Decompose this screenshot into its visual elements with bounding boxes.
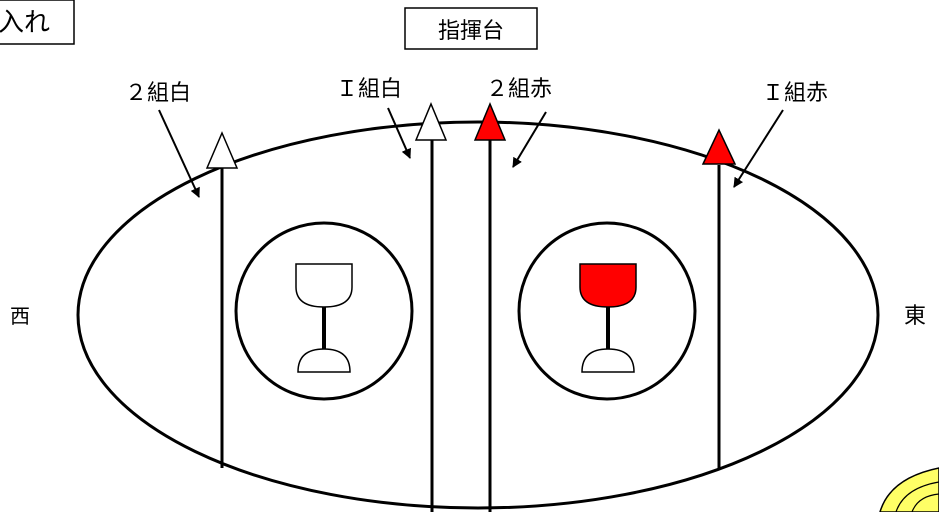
team-label-class1-white: Ｉ組白	[336, 77, 402, 102]
arrow-class2-white	[158, 109, 200, 198]
corner-label-box: 入れ	[0, 0, 75, 45]
stage-box: 指揮台	[404, 7, 538, 50]
field-oval	[76, 120, 880, 510]
triangle-flag-icon	[414, 102, 448, 141]
white-goal-area	[234, 221, 414, 401]
direction-east: 東	[904, 304, 926, 329]
corner-label: 入れ	[0, 8, 50, 38]
team-label-class2-red: ２組赤	[486, 77, 552, 102]
triangle-flag-icon	[701, 128, 737, 165]
direction-west: 西	[10, 304, 30, 328]
team-markers	[205, 102, 737, 169]
team-label-class1-red: Ｉ組赤	[762, 81, 828, 106]
arrow-class1-white	[387, 107, 411, 159]
goblet-icon	[579, 263, 637, 373]
goblet-icon	[295, 263, 353, 373]
stage-label: 指揮台	[438, 19, 504, 44]
corner-illustration	[879, 467, 939, 512]
pointer-arrows	[158, 107, 784, 198]
team-label-class2-white: ２組白	[125, 81, 191, 106]
arrow-class1-red	[733, 109, 784, 188]
arrow-class2-red	[512, 111, 547, 168]
red-goal-area	[517, 221, 697, 401]
team-labels: ２組白 Ｉ組白 ２組赤 Ｉ組赤	[125, 77, 828, 106]
lane-lines	[220, 140, 721, 512]
triangle-flag-icon	[473, 102, 507, 141]
triangle-flag-icon	[205, 131, 239, 169]
